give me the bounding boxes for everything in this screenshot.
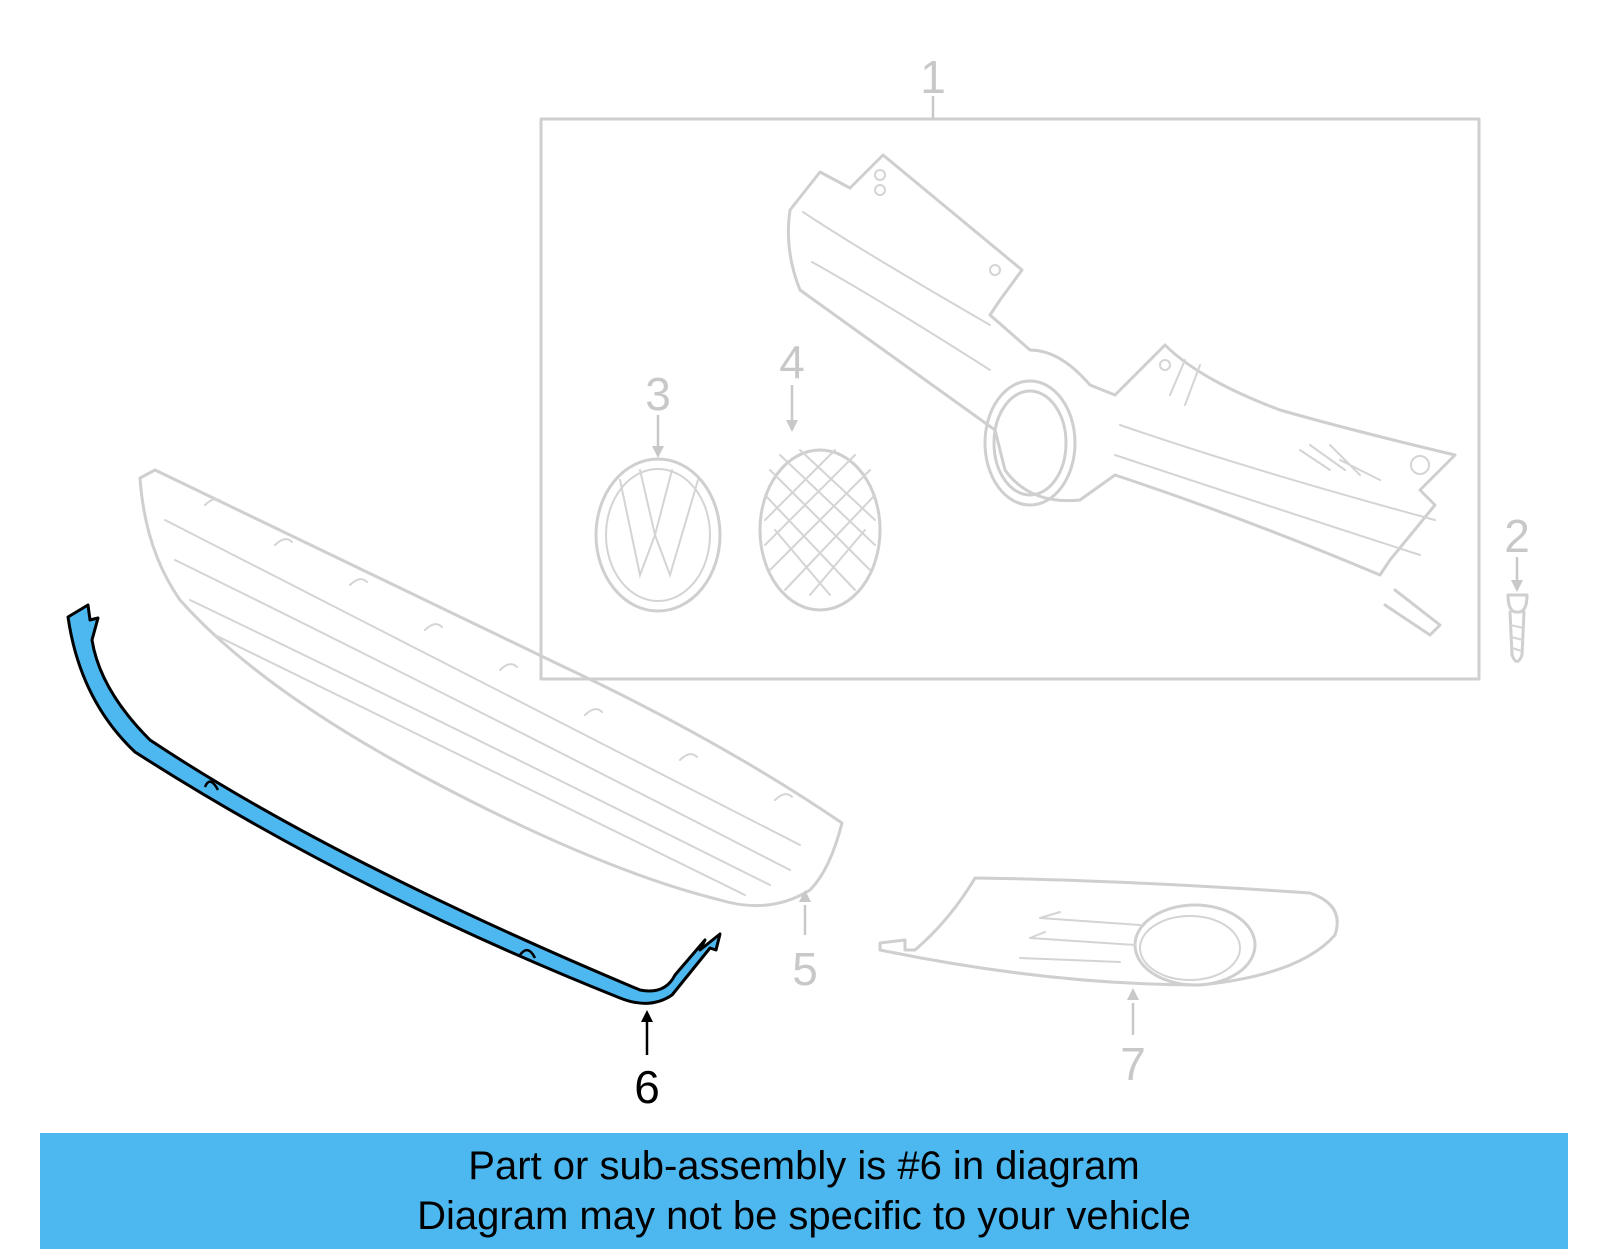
- callout-2: 2: [1504, 510, 1530, 562]
- screw-part-2: [1506, 557, 1529, 663]
- lower-grille-part-5: [138, 468, 844, 935]
- banner-line-disclaimer: Diagram may not be specific to your vehi…: [417, 1194, 1191, 1238]
- molding-part-6-shape: [66, 603, 722, 1005]
- fog-bezel-part-7: [878, 876, 1339, 1035]
- callout-3: 3: [645, 368, 671, 420]
- callout-6: 6: [634, 1061, 660, 1113]
- upper-grille-part-1: [786, 153, 1457, 637]
- info-banner: Part or sub-assembly is #6 in diagram Di…: [40, 1133, 1568, 1249]
- molding-part-6: [66, 603, 722, 1055]
- callout-5: 5: [792, 943, 818, 995]
- emblem-part-3: [594, 415, 722, 613]
- callout-4: 4: [779, 336, 805, 388]
- banner-line-part-number: Part or sub-assembly is #6 in diagram: [468, 1144, 1140, 1188]
- callout-7: 7: [1120, 1038, 1146, 1090]
- callout-1: 1: [920, 51, 946, 103]
- assembly-box-part-1: [539, 96, 1481, 681]
- screen-part-4: [758, 385, 882, 612]
